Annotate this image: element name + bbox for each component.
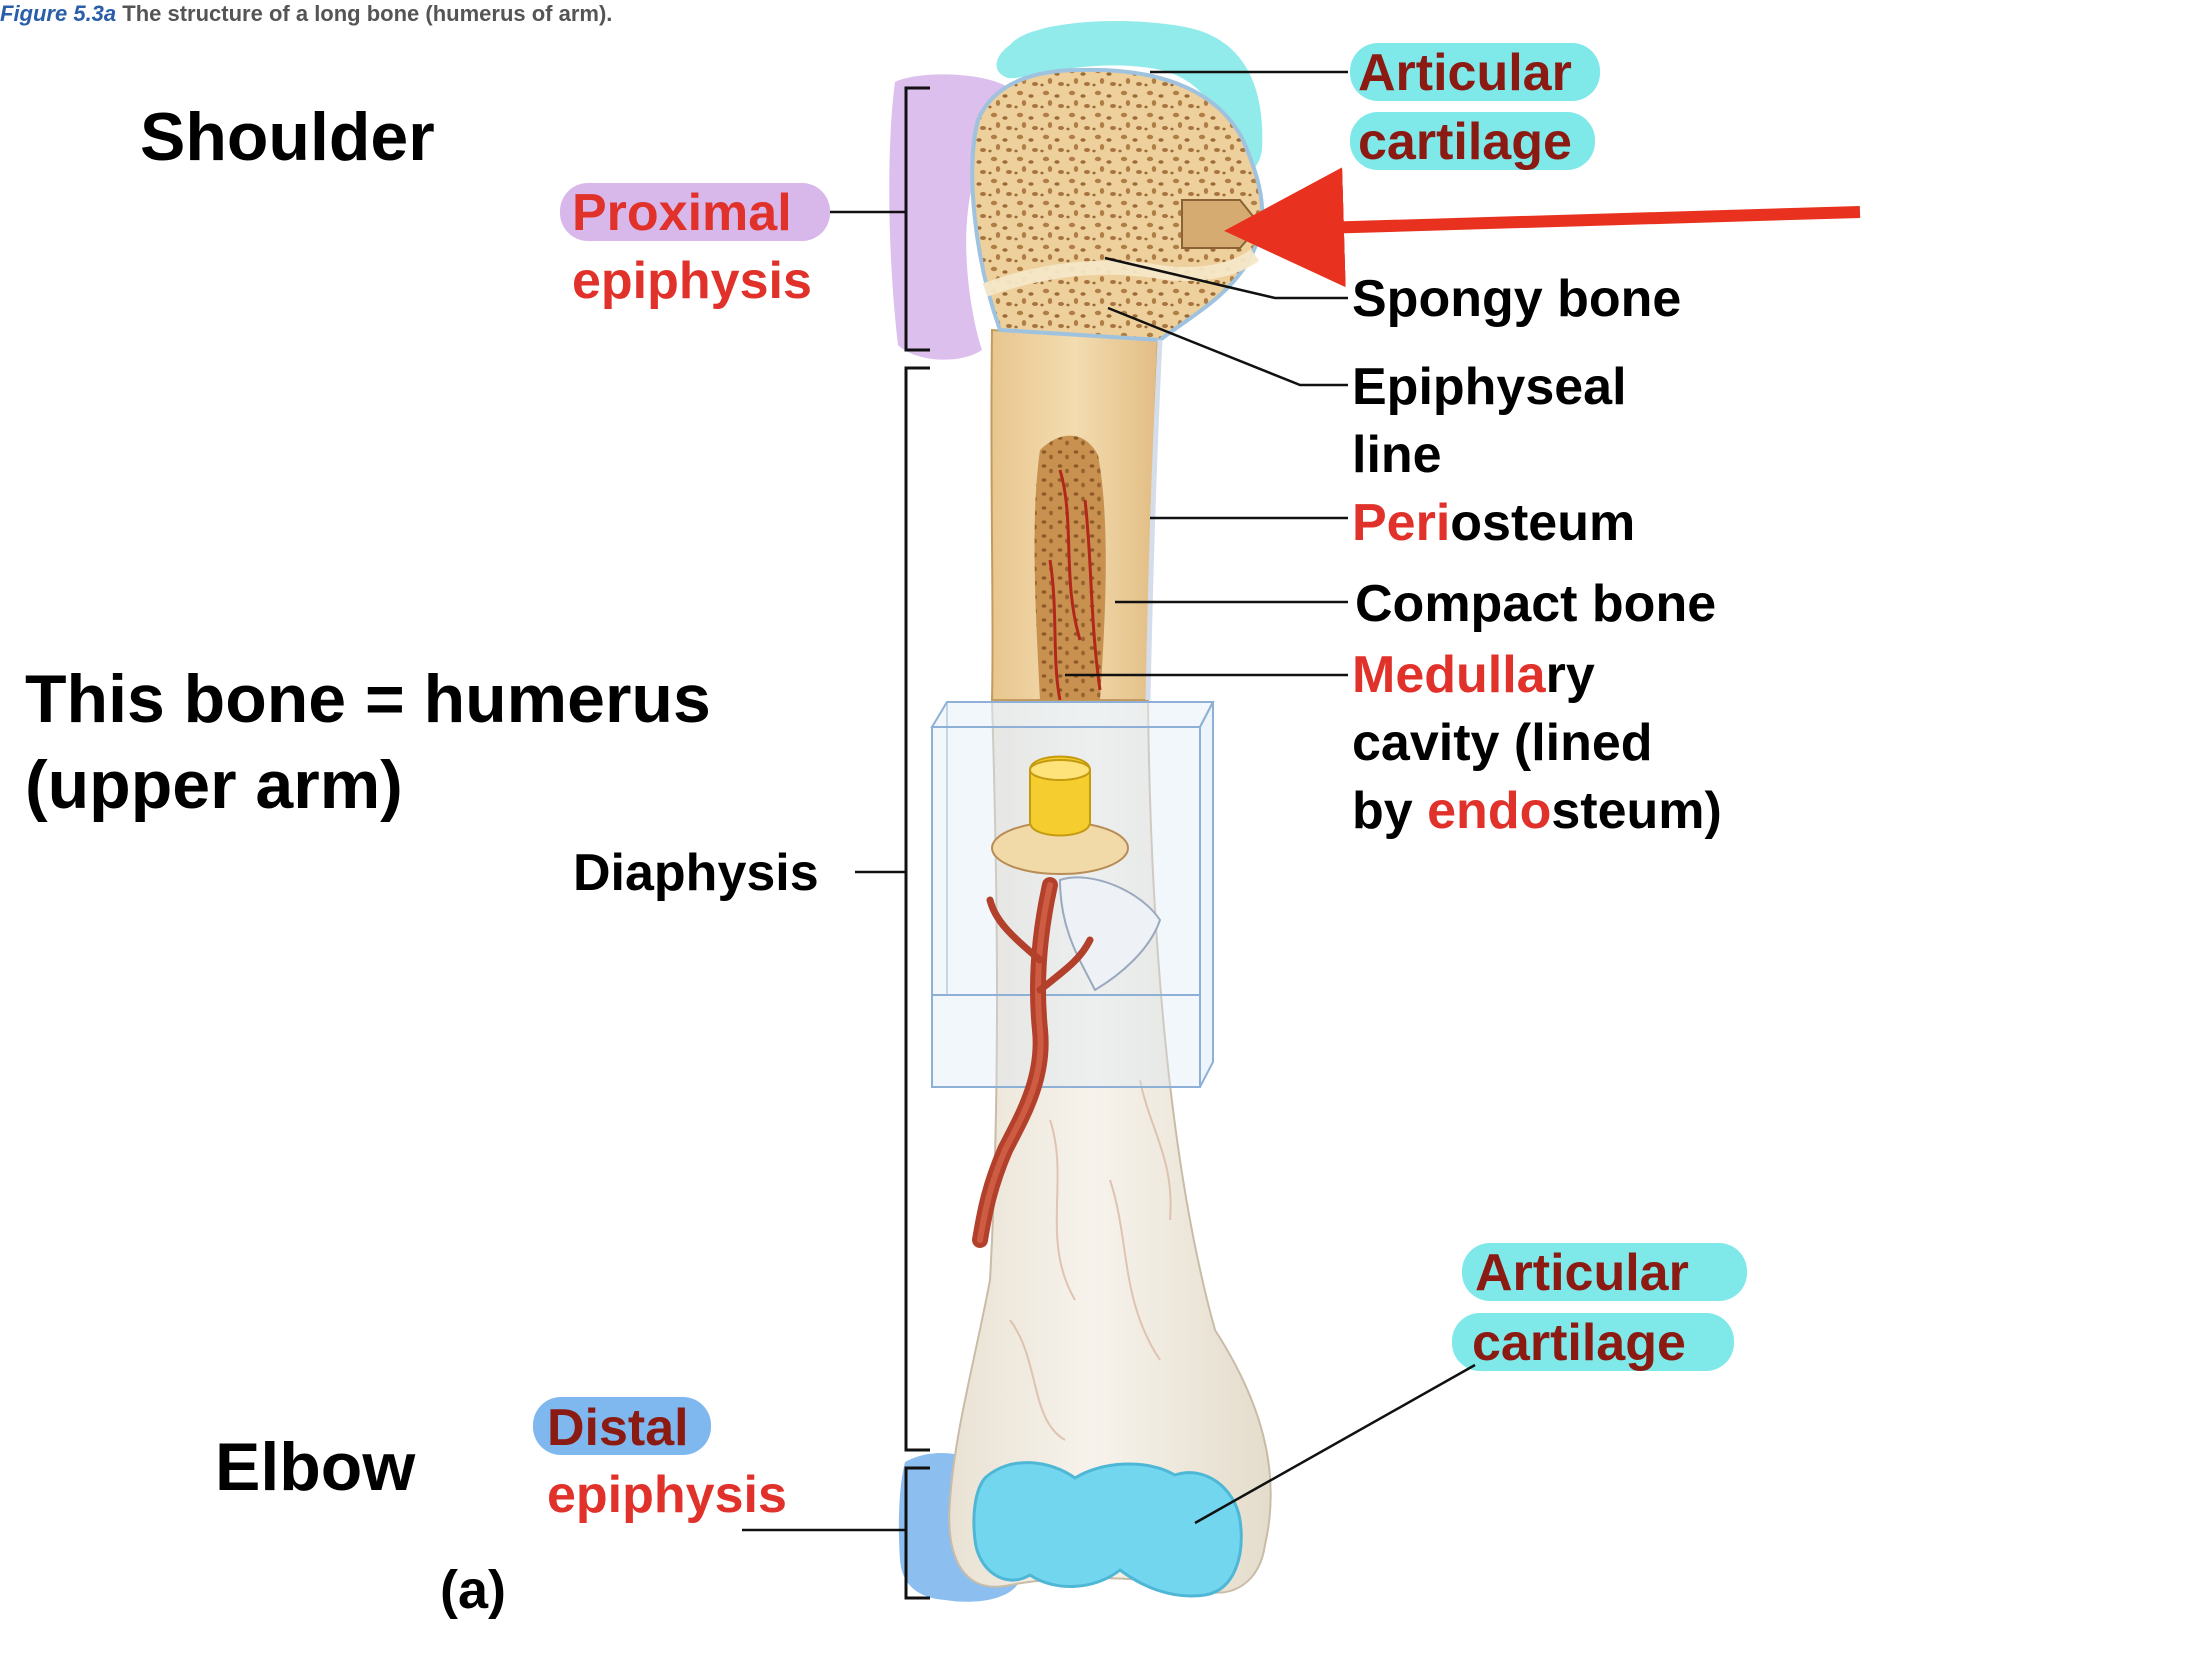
label-spongy-bone: Spongy bone (1352, 270, 1681, 328)
label-articular-top-1: Articular (1358, 44, 1572, 102)
label-proximal-2: epiphysis (572, 252, 812, 310)
label-articular-bottom-2: cartilage (1472, 1314, 1686, 1372)
caption-text: The structure of a long bone (humerus of… (116, 1, 612, 26)
caption-figure-ref: Figure 5.3a (0, 1, 116, 26)
pointer-arrow (1224, 167, 1861, 288)
label-diaphysis: Diaphysis (573, 844, 819, 902)
label-medullary-3: by endosteum) (1352, 782, 1722, 840)
label-panel-letter: (a) (440, 1560, 506, 1620)
svg-text:Figure 5.3a The structure of a: Figure 5.3a The structure of a long bone… (0, 1, 612, 26)
proximal-label-highlight (560, 183, 830, 241)
periosteum-prefix: Peri (1352, 494, 1450, 552)
label-compact-bone: Compact bone (1355, 575, 1716, 633)
label-proximal-1: Proximal (572, 184, 792, 242)
label-elbow: Elbow (215, 1429, 416, 1505)
label-periosteum: Periosteum (1352, 494, 1635, 552)
brackets (904, 86, 930, 1600)
cutaway-inset-box (930, 701, 1215, 1248)
label-humerus-line2: (upper arm) (25, 747, 403, 823)
label-medullary-1: Medullary (1352, 646, 1595, 704)
distal-bracket (904, 1466, 930, 1600)
label-articular-top-2: cartilage (1358, 113, 1572, 171)
proximal-bracket (904, 86, 930, 352)
label-humerus-line1: This bone = humerus (25, 661, 711, 737)
distal-articular-cartilage (972, 1461, 1243, 1598)
label-distal-1: Distal (547, 1399, 689, 1457)
articular-top-highlight-1 (1350, 43, 1600, 101)
medullary-suffix: ry (1546, 646, 1595, 704)
label-shoulder: Shoulder (140, 99, 435, 175)
medullary-steum: steum) (1551, 782, 1721, 840)
articular-top-highlight-2 (1350, 112, 1595, 170)
articular-bottom-highlight-1 (1462, 1243, 1747, 1301)
distal-label-highlight (533, 1397, 711, 1455)
label-articular-bottom-1: Articular (1475, 1244, 1689, 1302)
leader-lines (742, 70, 1476, 1532)
humerus-bone (948, 67, 1272, 1598)
label-epiphyseal-2: line (1352, 426, 1442, 484)
label-epiphyseal-1: Epiphyseal (1352, 358, 1627, 416)
label-distal-2: epiphysis (547, 1466, 787, 1524)
articular-bottom-highlight-2 (1452, 1313, 1734, 1371)
label-medullary-2: cavity (lined (1352, 714, 1653, 772)
medullary-endo: endo (1427, 782, 1551, 840)
medullary-by: by (1352, 782, 1427, 840)
periosteum-suffix: osteum (1450, 494, 1635, 552)
diaphysis-bracket (904, 366, 930, 1452)
top-cartilage-highlight (996, 21, 1263, 173)
medullary-prefix: Medulla (1352, 646, 1547, 704)
